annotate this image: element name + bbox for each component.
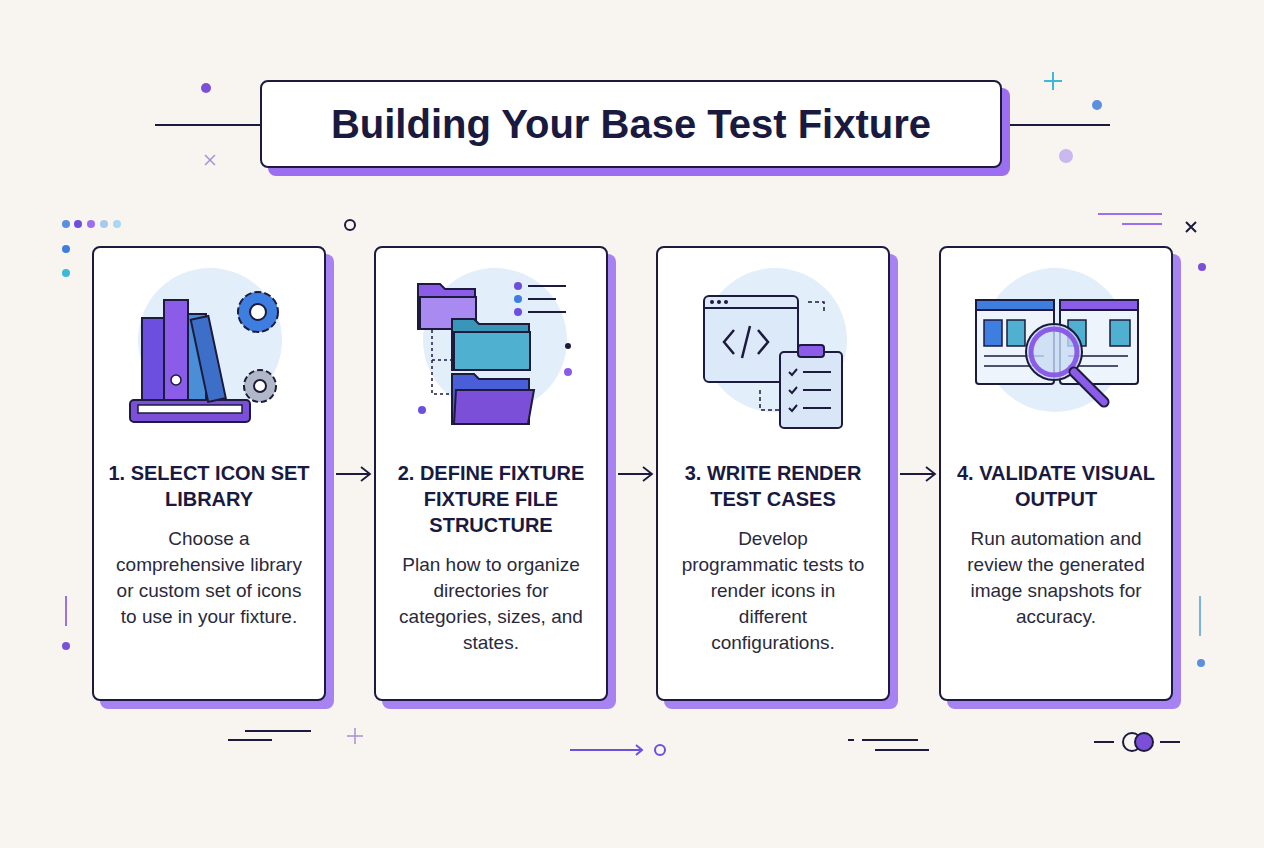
- title-rule: [155, 124, 260, 126]
- flow-arrow: [336, 467, 370, 481]
- dot: [1092, 100, 1102, 110]
- ring: [655, 745, 665, 755]
- dash: [1199, 596, 1201, 636]
- dash: [848, 740, 929, 750]
- dot: [1198, 263, 1206, 271]
- dot: [62, 642, 70, 650]
- dot: [74, 220, 82, 228]
- dot: [87, 220, 95, 228]
- plus: [347, 728, 363, 744]
- dash: [65, 596, 67, 626]
- ring: [1135, 733, 1153, 751]
- title-text: Building Your Base Test Fixture: [331, 102, 931, 147]
- cross: [1186, 222, 1196, 232]
- step-card: 3. WRITE RENDER TEST CASES Develop progra…: [656, 246, 890, 701]
- flow-arrow: [900, 467, 935, 481]
- title-rule: [1010, 124, 1110, 126]
- dash: [228, 731, 311, 740]
- dot: [1059, 149, 1073, 163]
- step-heading: 3. WRITE RENDER TEST CASES: [672, 460, 874, 512]
- step-description: Develop programmatic tests to render ico…: [672, 526, 874, 656]
- step-card: 4. VALIDATE VISUAL OUTPUT Run automation …: [939, 246, 1173, 701]
- ring: [345, 220, 355, 230]
- title-box: Building Your Base Test Fixture: [260, 80, 1002, 168]
- cross: [205, 155, 215, 165]
- plus: [1044, 72, 1062, 90]
- dot: [62, 269, 70, 277]
- step-description: Plan how to organize directories for cat…: [390, 552, 592, 656]
- step-heading: 4. VALIDATE VISUAL OUTPUT: [955, 460, 1157, 512]
- flow-arrow: [618, 467, 652, 481]
- dot: [100, 220, 108, 228]
- arrow-doodle: [570, 745, 642, 755]
- step-heading: 2. DEFINE FIXTURE FIXTURE FILE STRUCTURE: [390, 460, 592, 538]
- dot: [113, 220, 121, 228]
- step-description: Choose a comprehensive library or custom…: [108, 526, 310, 630]
- dash: [1098, 214, 1162, 224]
- dot: [62, 220, 70, 228]
- step-card: 2. DEFINE FIXTURE FIXTURE FILE STRUCTURE…: [374, 246, 608, 701]
- step-heading: 1. SELECT ICON SET LIBRARY: [108, 460, 310, 512]
- dot: [62, 245, 70, 253]
- dot: [1197, 659, 1205, 667]
- step-card: 1. SELECT ICON SET LIBRARY Choose a compr…: [92, 246, 326, 701]
- step-description: Run automation and review the generated …: [955, 526, 1157, 630]
- dot: [201, 83, 211, 93]
